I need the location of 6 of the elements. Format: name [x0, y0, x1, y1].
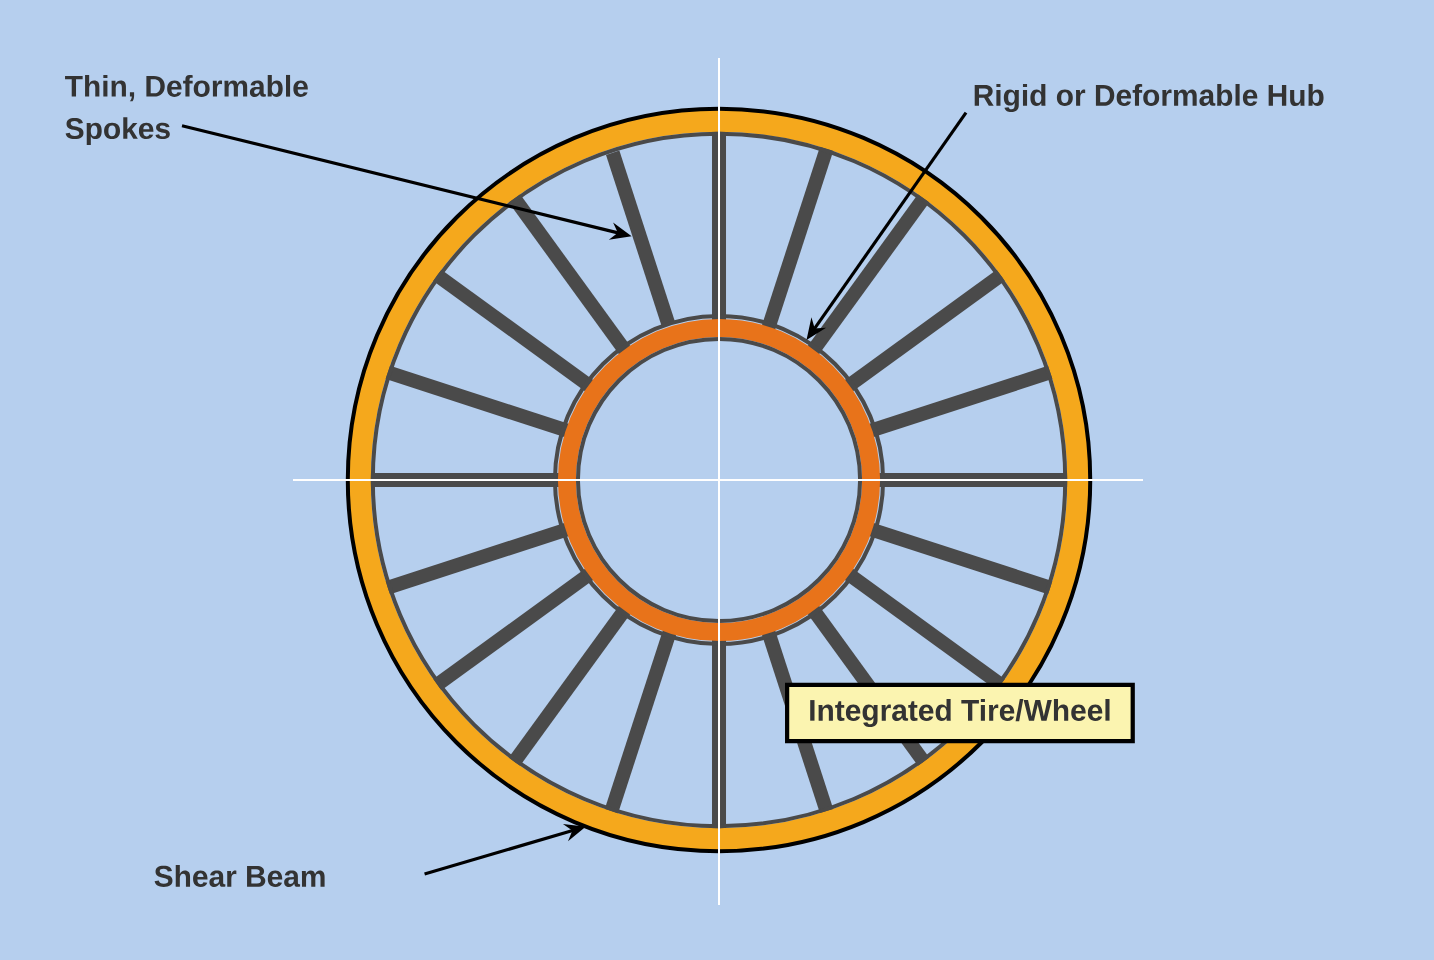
- hub-ring: [552, 313, 886, 647]
- callout-label: Thin, Deformable Spokes: [65, 74, 308, 145]
- callout-label: Shear Beam: [154, 865, 325, 887]
- title-box: Integrated Tire/Wheel: [785, 682, 1135, 744]
- spoke: [606, 150, 675, 327]
- callout-label: Rigid or Deformable Hub: [974, 84, 1324, 112]
